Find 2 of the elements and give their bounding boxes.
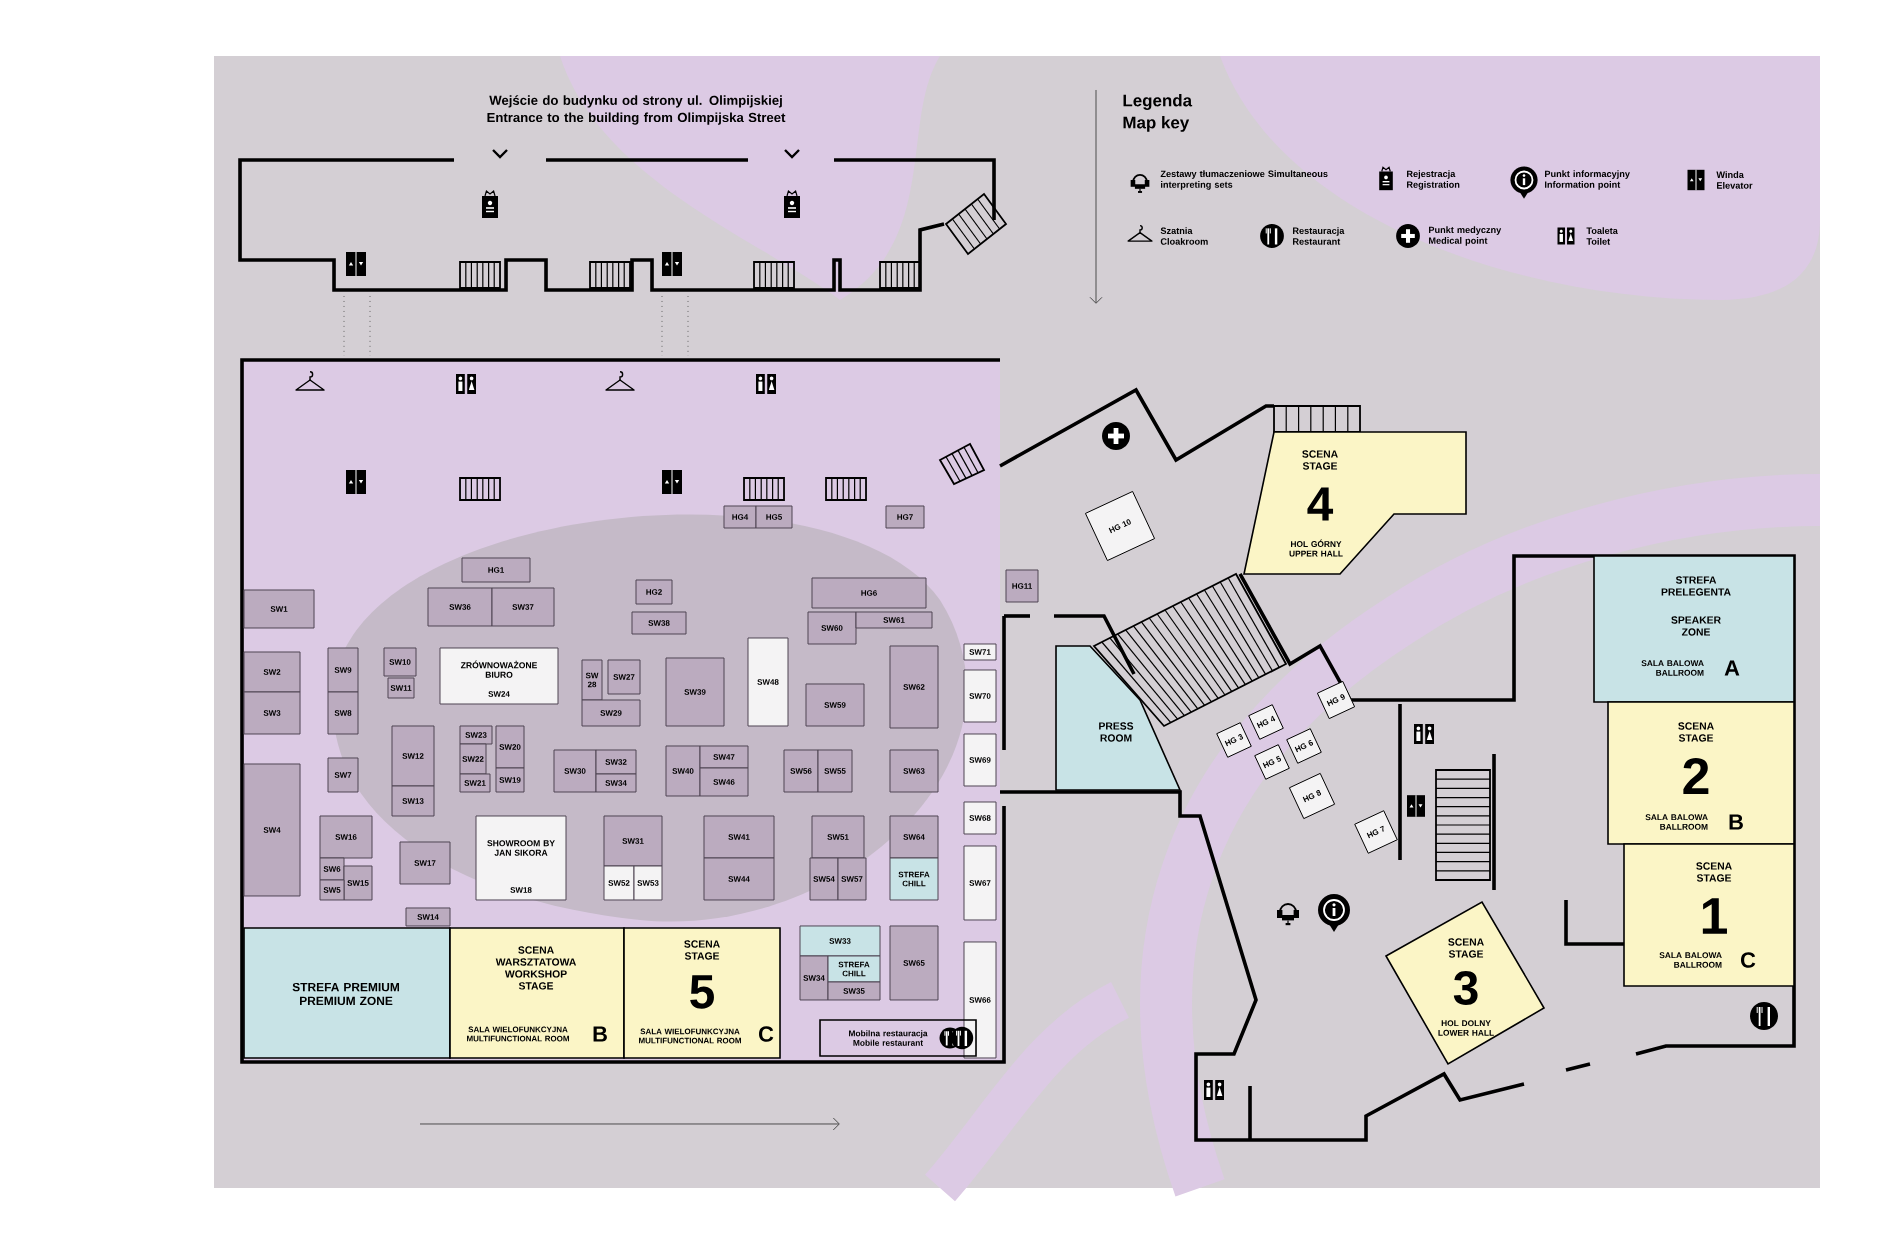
legend-heading: Legenda [1123,94,1193,110]
legend-heading: Map key [1123,116,1190,132]
